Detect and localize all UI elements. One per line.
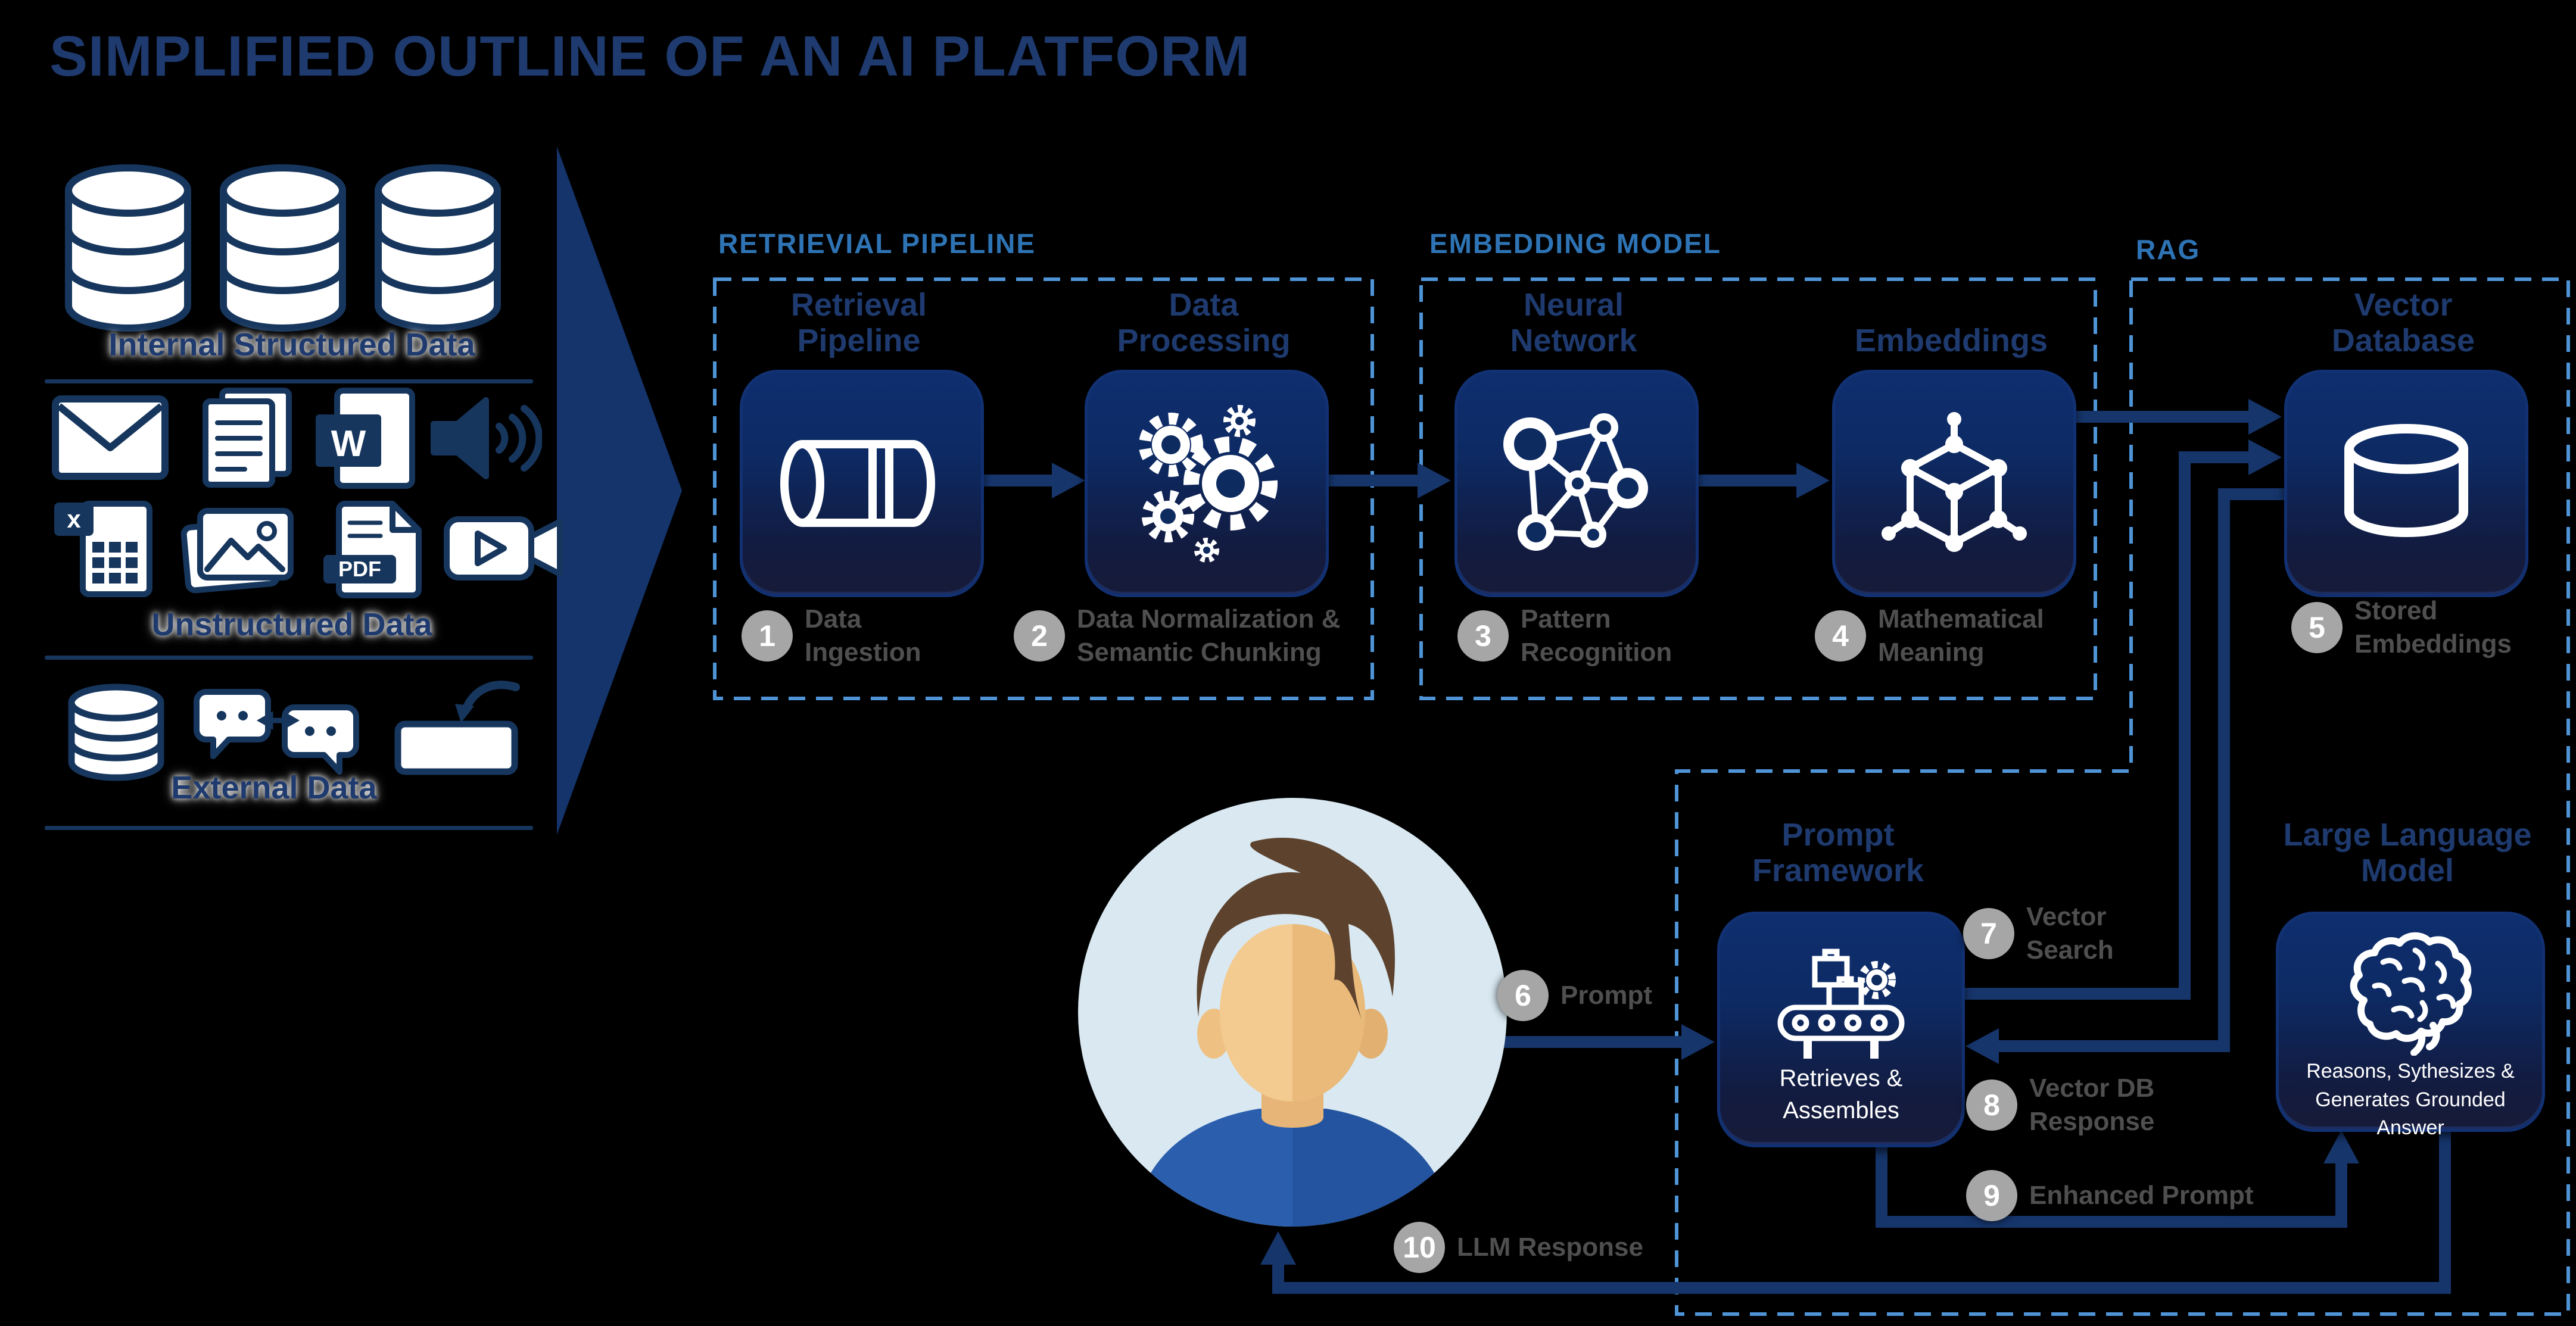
step-6-badge: 6 (1497, 970, 1549, 1021)
vector-database-title: Vector Database (2331, 287, 2475, 358)
step-9: 9 Enhanced Prompt (1966, 1170, 2339, 1221)
database-icon (68, 684, 164, 781)
step-4-label: Mathematical Meaning (1878, 604, 2044, 667)
pdf-file-icon: PDF (323, 501, 422, 598)
prompt-framework-title: Prompt Framework (1752, 817, 1924, 888)
prompt-framework-node: Retrieves & Assembles (1717, 912, 1965, 1147)
section-header-embedding-model: EMBEDDING MODEL (1429, 228, 1721, 259)
data-sources-panel: Internal Structured Data W (0, 143, 572, 857)
flow-arrowheads (1052, 399, 2359, 1265)
neural-network-title: Neural Network (1510, 287, 1637, 358)
step-5-badge: 5 (2291, 602, 2343, 654)
audio-icon (431, 397, 542, 479)
large-language-model-node: Reasons, Sythesizes & Generates Grounded… (2276, 912, 2545, 1139)
step-2-badge: 2 (1014, 610, 1065, 662)
step-5: 5 Stored Embeddings (2291, 594, 2557, 662)
prompt-framework-subtitle: Retrieves & Assembles (1779, 1065, 1903, 1124)
step-8-label: Vector DB Response (2029, 1074, 2155, 1137)
step-3-badge: 3 (1457, 610, 1509, 662)
step-10-badge: 10 (1394, 1222, 1445, 1273)
step-7-badge: 7 (1963, 908, 2014, 960)
pipe-icon (780, 440, 935, 527)
data-processing-title: Data Processing (1117, 287, 1291, 358)
page-title: SIMPLIFIED OUTLINE OF AN AI PLATFORM (49, 24, 1251, 88)
brain-icon (2350, 932, 2472, 1056)
neural-network-icon (1503, 413, 1648, 551)
spreadsheet-icon: x (54, 501, 152, 597)
step-9-label: Enhanced Prompt (2029, 1180, 2254, 1210)
step-4: 4 Mathematical Meaning (1815, 603, 2104, 670)
source-panel-dividers (45, 379, 533, 830)
conveyor-icon (1777, 949, 1905, 1059)
cube-network-icon (1882, 412, 2027, 552)
retrieval-pipeline-node (740, 370, 984, 597)
gears-icon (1139, 405, 1278, 563)
external-data-label: External Data (171, 770, 377, 806)
step-6: 6 Prompt (1497, 970, 1727, 1021)
retrieval-pipeline-title: Retrieval Pipeline (790, 287, 927, 358)
svg-text:W: W (331, 423, 366, 464)
step-2: 2 Data Normalization & Semantic Chunking (1014, 603, 1422, 670)
step-5-label: Stored Embeddings (2354, 596, 2512, 659)
section-header-rag: RAG (2136, 234, 2201, 265)
images-icon (180, 508, 294, 594)
svg-text:PDF: PDF (338, 557, 381, 581)
step-1-badge: 1 (742, 610, 793, 662)
embeddings-title: Embeddings (1854, 323, 2048, 358)
step-7: 7 Vector Search (1963, 900, 2169, 968)
import-icon (394, 681, 520, 775)
large-language-model-subtitle: Reasons, Sythesizes & Generates Grounded… (2306, 1060, 2515, 1140)
flow-arrows (978, 411, 2451, 1294)
step-4-badge: 4 (1815, 610, 1866, 662)
section-header-retrieval-pipeline: RETRIEVIAL PIPELINE (718, 228, 1036, 259)
user-avatar (1078, 798, 1507, 1227)
chat-icon (194, 689, 359, 775)
retrieval-pipeline-group-border (713, 277, 1374, 700)
database-icon (65, 164, 501, 332)
step-6-label: Prompt (1560, 980, 1652, 1010)
step-2-label: Data Normalization & Semantic Chunking (1077, 604, 1341, 667)
step-7-label: Vector Search (2026, 902, 2114, 965)
step-10-label: LLM Response (1457, 1232, 1643, 1262)
step-3-label: Pattern Recognition (1521, 604, 1672, 667)
unstructured-data-label: Unstructured Data (151, 607, 432, 642)
data-processing-node (1085, 370, 1329, 597)
step-9-badge: 9 (1966, 1170, 2017, 1221)
step-8-badge: 8 (1966, 1079, 2017, 1131)
large-language-model-title: Large Language Model (2283, 817, 2532, 888)
embeddings-node (1832, 370, 2076, 597)
neural-network-node (1454, 370, 1699, 597)
flow-chevron-icon (557, 146, 682, 835)
svg-text:x: x (67, 505, 81, 533)
email-icon (52, 395, 169, 480)
video-icon (444, 516, 563, 581)
step-8: 8 Vector DB Response (1966, 1072, 2232, 1139)
step-10: 10 LLM Response (1394, 1222, 1707, 1273)
database-cylinder-icon (2344, 424, 2468, 537)
step-3: 3 Pattern Recognition (1457, 603, 1711, 670)
word-file-icon: W (316, 388, 415, 489)
step-1: 1 Data Ingestion (742, 603, 965, 670)
vector-database-node (2284, 370, 2528, 597)
rag-group-border (1675, 277, 2570, 1316)
internal-structured-data-label: Internal Structured Data (108, 327, 475, 363)
documents-icon (203, 388, 292, 488)
step-1-label: Data Ingestion (805, 604, 921, 667)
